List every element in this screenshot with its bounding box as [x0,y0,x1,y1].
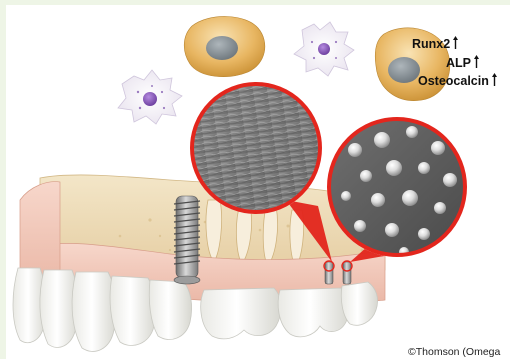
marker-alp-label: ALP [446,56,471,70]
up-arrow-icon [474,55,479,70]
marker-osteocalcin-label: Osteocalcin [418,74,489,88]
marker-runx2-label: Runx2 [412,37,450,51]
marker-runx2: Runx2 [412,36,458,51]
up-arrow-icon [453,36,458,51]
marker-osteocalcin: Osteocalcin [418,73,497,88]
up-arrow-icon [492,73,497,88]
copyright-credit: ©Thomson (Omega [408,346,500,358]
marker-alp: ALP [446,55,479,70]
